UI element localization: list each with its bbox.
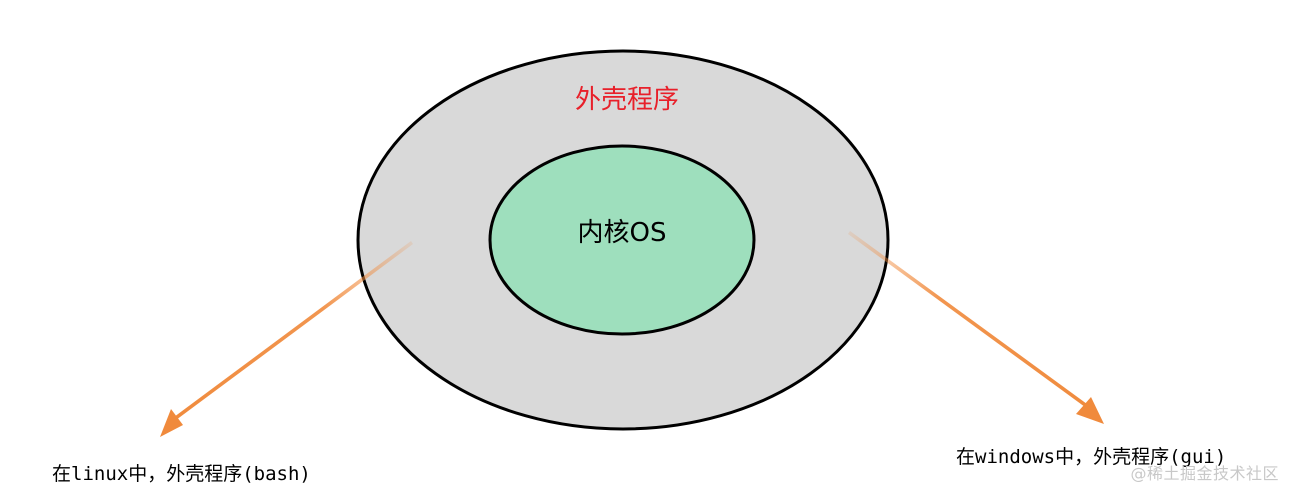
shell-label: 外壳程序 [575, 85, 679, 115]
linux-caption: 在linux中，外壳程序(bash) [52, 463, 311, 485]
arrow-to-linux-shaft [174, 241, 413, 420]
arrow-to-linux-head [160, 409, 183, 437]
windows-caption: 在windows中，外壳程序(gui) [956, 446, 1226, 468]
arrow-to-windows-head [1076, 397, 1104, 424]
watermark: @稀土掘金技术社区 [1130, 464, 1279, 483]
arrow-to-windows-shaft [848, 231, 1087, 407]
kernel-label: 内核OS [578, 218, 667, 248]
arrow-to-windows [848, 231, 1104, 424]
kernel-ellipse [488, 144, 756, 336]
arrow-to-linux [160, 241, 413, 437]
